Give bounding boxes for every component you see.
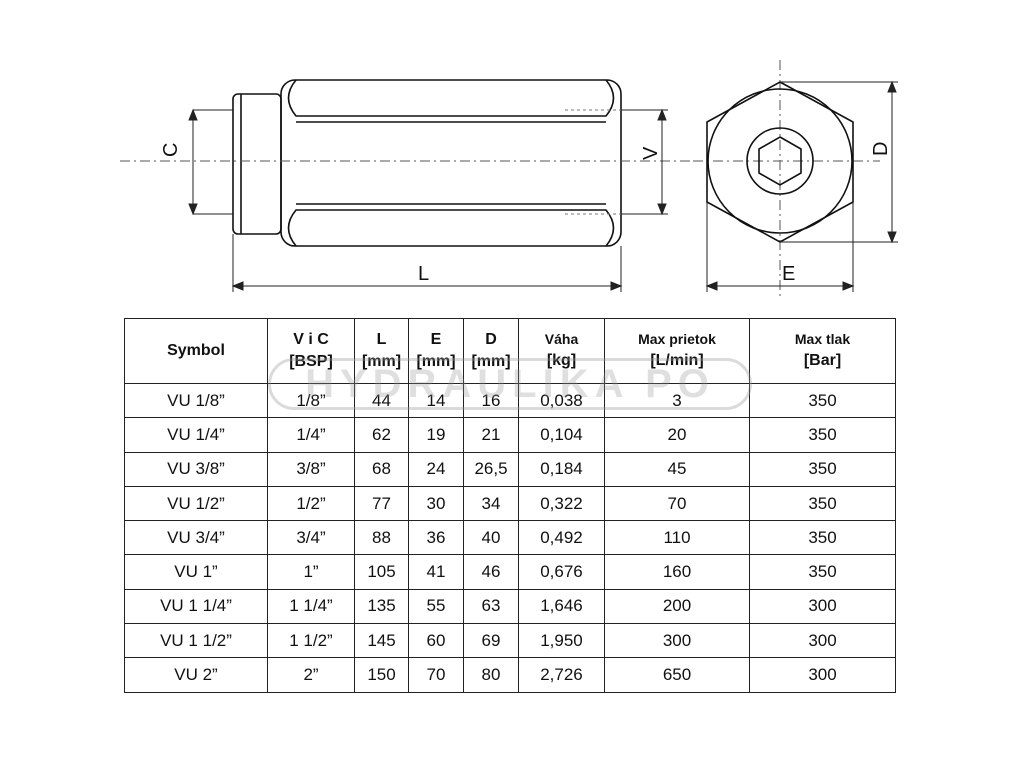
cell-max-flow: 70 — [604, 485, 750, 522]
cell-d: 16 — [463, 382, 519, 419]
cell-max-pressure: 300 — [749, 588, 896, 625]
cell-e: 36 — [408, 520, 464, 556]
dimension-label-d: D — [870, 142, 892, 156]
cell-max-pressure: 350 — [749, 520, 896, 556]
cell-symbol: VU 1” — [124, 554, 268, 590]
cell-e: 24 — [408, 451, 464, 487]
header-e: E[mm] — [408, 318, 464, 384]
dimension-label-l: L — [418, 263, 429, 285]
header-max-pressure: Max tlak[Bar] — [749, 318, 896, 384]
cell-l: 62 — [354, 417, 409, 453]
cell-symbol: VU 1 1/4” — [124, 588, 268, 625]
cell-weight: 0,676 — [518, 554, 605, 590]
cell-l: 68 — [354, 451, 409, 487]
cell-l: 150 — [354, 657, 409, 693]
header-weight: Váha[kg] — [518, 318, 605, 384]
cell-l: 145 — [354, 623, 409, 659]
technical-drawing: C V L D E — [120, 60, 898, 300]
cell-max-flow: 300 — [604, 623, 750, 659]
cell-d: 46 — [463, 554, 519, 590]
cell-v-c: 1 1/2” — [267, 623, 355, 659]
cell-weight: 0,492 — [518, 520, 605, 556]
cell-l: 135 — [354, 588, 409, 625]
cell-l: 44 — [354, 382, 409, 419]
dimension-label-e: E — [782, 263, 795, 285]
cell-max-pressure: 350 — [749, 382, 896, 419]
valve-body-shape — [280, 79, 622, 247]
header-d: D[mm] — [463, 318, 519, 384]
cell-v-c: 3/8” — [267, 451, 355, 487]
header-max-flow: Max prietok[L/min] — [604, 318, 750, 384]
cell-symbol: VU 1/2” — [124, 485, 268, 522]
cell-weight: 0,038 — [518, 382, 605, 419]
cell-symbol: VU 3/4” — [124, 520, 268, 556]
cell-l: 77 — [354, 485, 409, 522]
cell-e: 70 — [408, 657, 464, 693]
cell-symbol: VU 2” — [124, 657, 268, 693]
cell-max-pressure: 350 — [749, 554, 896, 590]
cell-max-flow: 45 — [604, 451, 750, 487]
cell-max-flow: 3 — [604, 382, 750, 419]
cell-weight: 1,950 — [518, 623, 605, 659]
cell-l: 88 — [354, 520, 409, 556]
cell-v-c: 1/4” — [267, 417, 355, 453]
cell-v-c: 1 1/4” — [267, 588, 355, 625]
cell-max-flow: 20 — [604, 417, 750, 453]
cell-symbol: VU 1/8” — [124, 382, 268, 419]
cell-max-pressure: 300 — [749, 623, 896, 659]
cell-weight: 2,726 — [518, 657, 605, 693]
cell-max-flow: 200 — [604, 588, 750, 625]
cell-max-pressure: 300 — [749, 657, 896, 693]
cell-d: 69 — [463, 623, 519, 659]
cell-weight: 0,184 — [518, 451, 605, 487]
cell-max-pressure: 350 — [749, 417, 896, 453]
cell-v-c: 1/8” — [267, 382, 355, 419]
table-header-row: Symbol V i C[BSP] L[mm] E[mm] D[mm] Váha… — [124, 318, 896, 384]
cell-l: 105 — [354, 554, 409, 590]
cell-v-c: 2” — [267, 657, 355, 693]
cell-weight: 1,646 — [518, 588, 605, 625]
cell-max-flow: 110 — [604, 520, 750, 556]
cell-d: 26,5 — [463, 451, 519, 487]
dimension-label-c: C — [160, 143, 182, 157]
cell-d: 63 — [463, 588, 519, 625]
header-l: L[mm] — [354, 318, 409, 384]
dimension-label-v: V — [640, 146, 662, 160]
cell-v-c: 1” — [267, 554, 355, 590]
cell-e: 55 — [408, 588, 464, 625]
cell-weight: 0,104 — [518, 417, 605, 453]
cell-max-pressure: 350 — [749, 451, 896, 487]
cell-weight: 0,322 — [518, 485, 605, 522]
cell-e: 19 — [408, 417, 464, 453]
cell-max-pressure: 350 — [749, 485, 896, 522]
cell-e: 60 — [408, 623, 464, 659]
cell-max-flow: 650 — [604, 657, 750, 693]
cell-v-c: 3/4” — [267, 520, 355, 556]
cell-symbol: VU 1/4” — [124, 417, 268, 453]
cell-e: 41 — [408, 554, 464, 590]
header-v-c: V i C[BSP] — [267, 318, 355, 384]
cell-e: 14 — [408, 382, 464, 419]
cell-d: 34 — [463, 485, 519, 522]
cell-symbol: VU 3/8” — [124, 451, 268, 487]
cell-d: 40 — [463, 520, 519, 556]
specification-table: Symbol V i C[BSP] L[mm] E[mm] D[mm] Váha… — [124, 318, 896, 693]
cell-v-c: 1/2” — [267, 485, 355, 522]
cell-max-flow: 160 — [604, 554, 750, 590]
cell-d: 21 — [463, 417, 519, 453]
cell-symbol: VU 1 1/2” — [124, 623, 268, 659]
cell-d: 80 — [463, 657, 519, 693]
header-symbol: Symbol — [124, 318, 268, 384]
cell-e: 30 — [408, 485, 464, 522]
